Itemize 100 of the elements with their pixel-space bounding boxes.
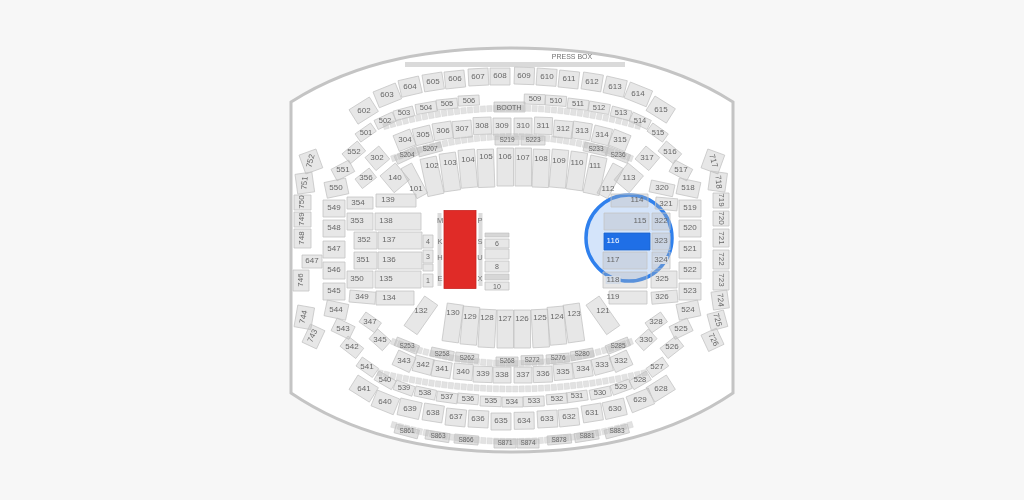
- seating-section: [349, 97, 379, 125]
- section-number: 750: [298, 195, 306, 209]
- seating-section: [536, 410, 558, 428]
- section-number: 633: [540, 415, 554, 423]
- suite-section: [521, 135, 545, 145]
- seating-section: [654, 197, 678, 211]
- seating-section: [477, 148, 495, 188]
- section-number: 126: [515, 315, 529, 323]
- section-number: 107: [516, 154, 530, 162]
- section-number: 112: [601, 185, 615, 193]
- section-number: 636: [471, 415, 485, 423]
- seating-section: [435, 390, 459, 404]
- section-number: 115: [633, 217, 647, 225]
- seating-section: [370, 389, 400, 415]
- section-number: 605: [426, 78, 440, 86]
- seating-section: [452, 363, 474, 381]
- seating-section: [649, 179, 675, 197]
- seating-section: [342, 140, 366, 164]
- section-number: 519: [683, 204, 697, 212]
- seating-section: [514, 367, 532, 383]
- seating-section: [566, 151, 588, 191]
- seating-section: [650, 289, 678, 305]
- seating-section: [524, 93, 546, 105]
- seating-section: [293, 304, 315, 330]
- section-number: 304: [398, 136, 412, 144]
- floor-section: [485, 249, 509, 259]
- seating-section: [713, 192, 729, 208]
- seating-section: [355, 356, 379, 378]
- seating-section: [293, 194, 311, 210]
- section-number: 103: [443, 159, 457, 167]
- section-number: 639: [403, 405, 417, 413]
- seating-section: [378, 251, 422, 269]
- section-number: 612: [585, 78, 599, 86]
- suite-section: [394, 423, 420, 439]
- seating-section: [549, 149, 569, 189]
- seating-section: [679, 199, 701, 217]
- suite-section: [425, 429, 451, 443]
- seating-section: [397, 76, 423, 98]
- seating-section: [376, 193, 416, 207]
- section-number: 524: [681, 306, 695, 314]
- suite-section: [394, 337, 420, 355]
- seating-section: [533, 365, 553, 383]
- seating-section: [660, 335, 684, 359]
- section-number: 124: [550, 313, 564, 321]
- section-number: 724: [715, 293, 725, 307]
- section-number: 341: [435, 365, 449, 373]
- seating-section: [490, 67, 510, 85]
- section-number: 130: [446, 309, 460, 317]
- suite-section: [429, 347, 455, 361]
- seating-section: [609, 290, 647, 304]
- section-number: 134: [382, 294, 396, 302]
- seating-section: [353, 231, 377, 249]
- seating-section: [323, 177, 349, 199]
- section-number: 106: [498, 153, 512, 161]
- seating-section: [349, 375, 379, 403]
- section-number: 351: [356, 256, 370, 264]
- section-number: 104: [461, 156, 475, 164]
- seating-section: [444, 69, 466, 89]
- section-number: 628: [654, 385, 668, 393]
- section-number: 311: [536, 122, 550, 130]
- seating-section: [457, 393, 479, 405]
- section-number: 113: [622, 174, 636, 182]
- section-number: 306: [436, 127, 450, 135]
- seating-section: [675, 177, 701, 199]
- section-number: 719: [717, 193, 725, 207]
- seating-section: [710, 289, 730, 310]
- seating-section: [611, 193, 648, 207]
- section-number: 353: [350, 217, 364, 225]
- seating-section: [588, 385, 612, 401]
- section-number: 342: [416, 361, 430, 369]
- section-number: 352: [357, 236, 371, 244]
- seating-section: [358, 311, 382, 333]
- section-number: 317: [640, 154, 654, 162]
- section-number: 312: [556, 125, 570, 133]
- section-number: 117: [606, 256, 620, 264]
- section-number: 550: [329, 184, 343, 192]
- section-number: 324: [653, 256, 669, 264]
- seating-section: [713, 270, 729, 290]
- section-number: 347: [363, 318, 377, 326]
- seating-section: [558, 407, 580, 427]
- seating-section: [713, 229, 729, 247]
- seating-section: [586, 295, 620, 335]
- seating-section: [628, 112, 652, 130]
- seating-section: [587, 101, 611, 115]
- seating-section: [602, 76, 628, 98]
- section-number: 615: [654, 106, 668, 114]
- section-number: 744: [298, 309, 310, 325]
- section-number: 614: [631, 90, 645, 98]
- section-number: 102: [425, 162, 439, 170]
- suite-section: [604, 423, 630, 439]
- section-number: 549: [327, 204, 341, 212]
- section-number: 527: [650, 363, 664, 371]
- section-number: 121: [596, 307, 610, 315]
- section-number: 720: [717, 211, 725, 225]
- seating-section: [652, 251, 670, 269]
- seating-section: [514, 148, 532, 186]
- suite-section: [455, 352, 479, 364]
- seating-section: [472, 117, 492, 135]
- seating-section: [421, 72, 445, 92]
- seating-section: [442, 303, 464, 343]
